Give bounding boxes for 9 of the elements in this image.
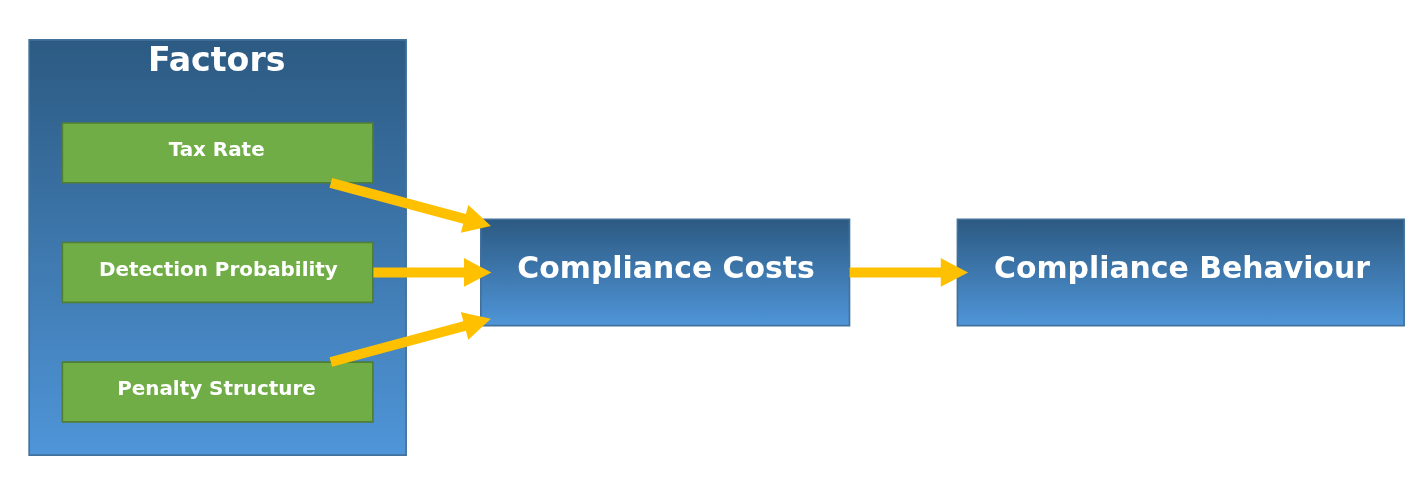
arrow: [849, 258, 969, 287]
node-box: Tax Rate: [61, 122, 374, 184]
arrow: [329, 178, 491, 233]
node-box: Penalty Structure: [61, 361, 374, 423]
node-box: Compliance Costs: [480, 218, 851, 327]
arrow: [373, 258, 492, 287]
node-box: Detection Probability: [61, 241, 374, 304]
arrow: [329, 312, 491, 367]
node-box: Compliance Behaviour: [956, 218, 1405, 327]
